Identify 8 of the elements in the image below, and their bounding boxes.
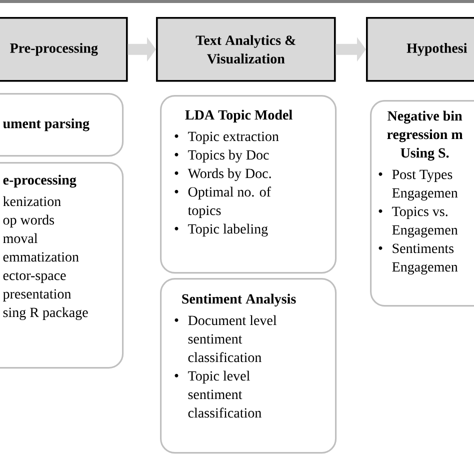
rounded-box: LDA Topic Model Topic extraction Topics by Doc Words by Doc. Optimal no. of topics Topic labeling xyxy=(160,95,337,274)
rounded-box: Negative bin regression m Using S. Post Types Engagemen Topics vs. Engagemen Sentiments Engagemen xyxy=(370,100,474,307)
rounded-box: ument parsing xyxy=(0,93,124,157)
rounded-box: e-processing kenization op words moval emmatization ector-space presentation sing R package xyxy=(0,162,124,369)
stage-header-box: Pre-processing xyxy=(0,17,128,82)
stage-header-box: Text Analytics & Visualization xyxy=(156,17,336,82)
rounded-box: Sentiment Analysis Document level sentiment classification Topic level sentiment classification xyxy=(160,278,337,454)
stage-header-box: Hypothesi xyxy=(366,17,474,82)
